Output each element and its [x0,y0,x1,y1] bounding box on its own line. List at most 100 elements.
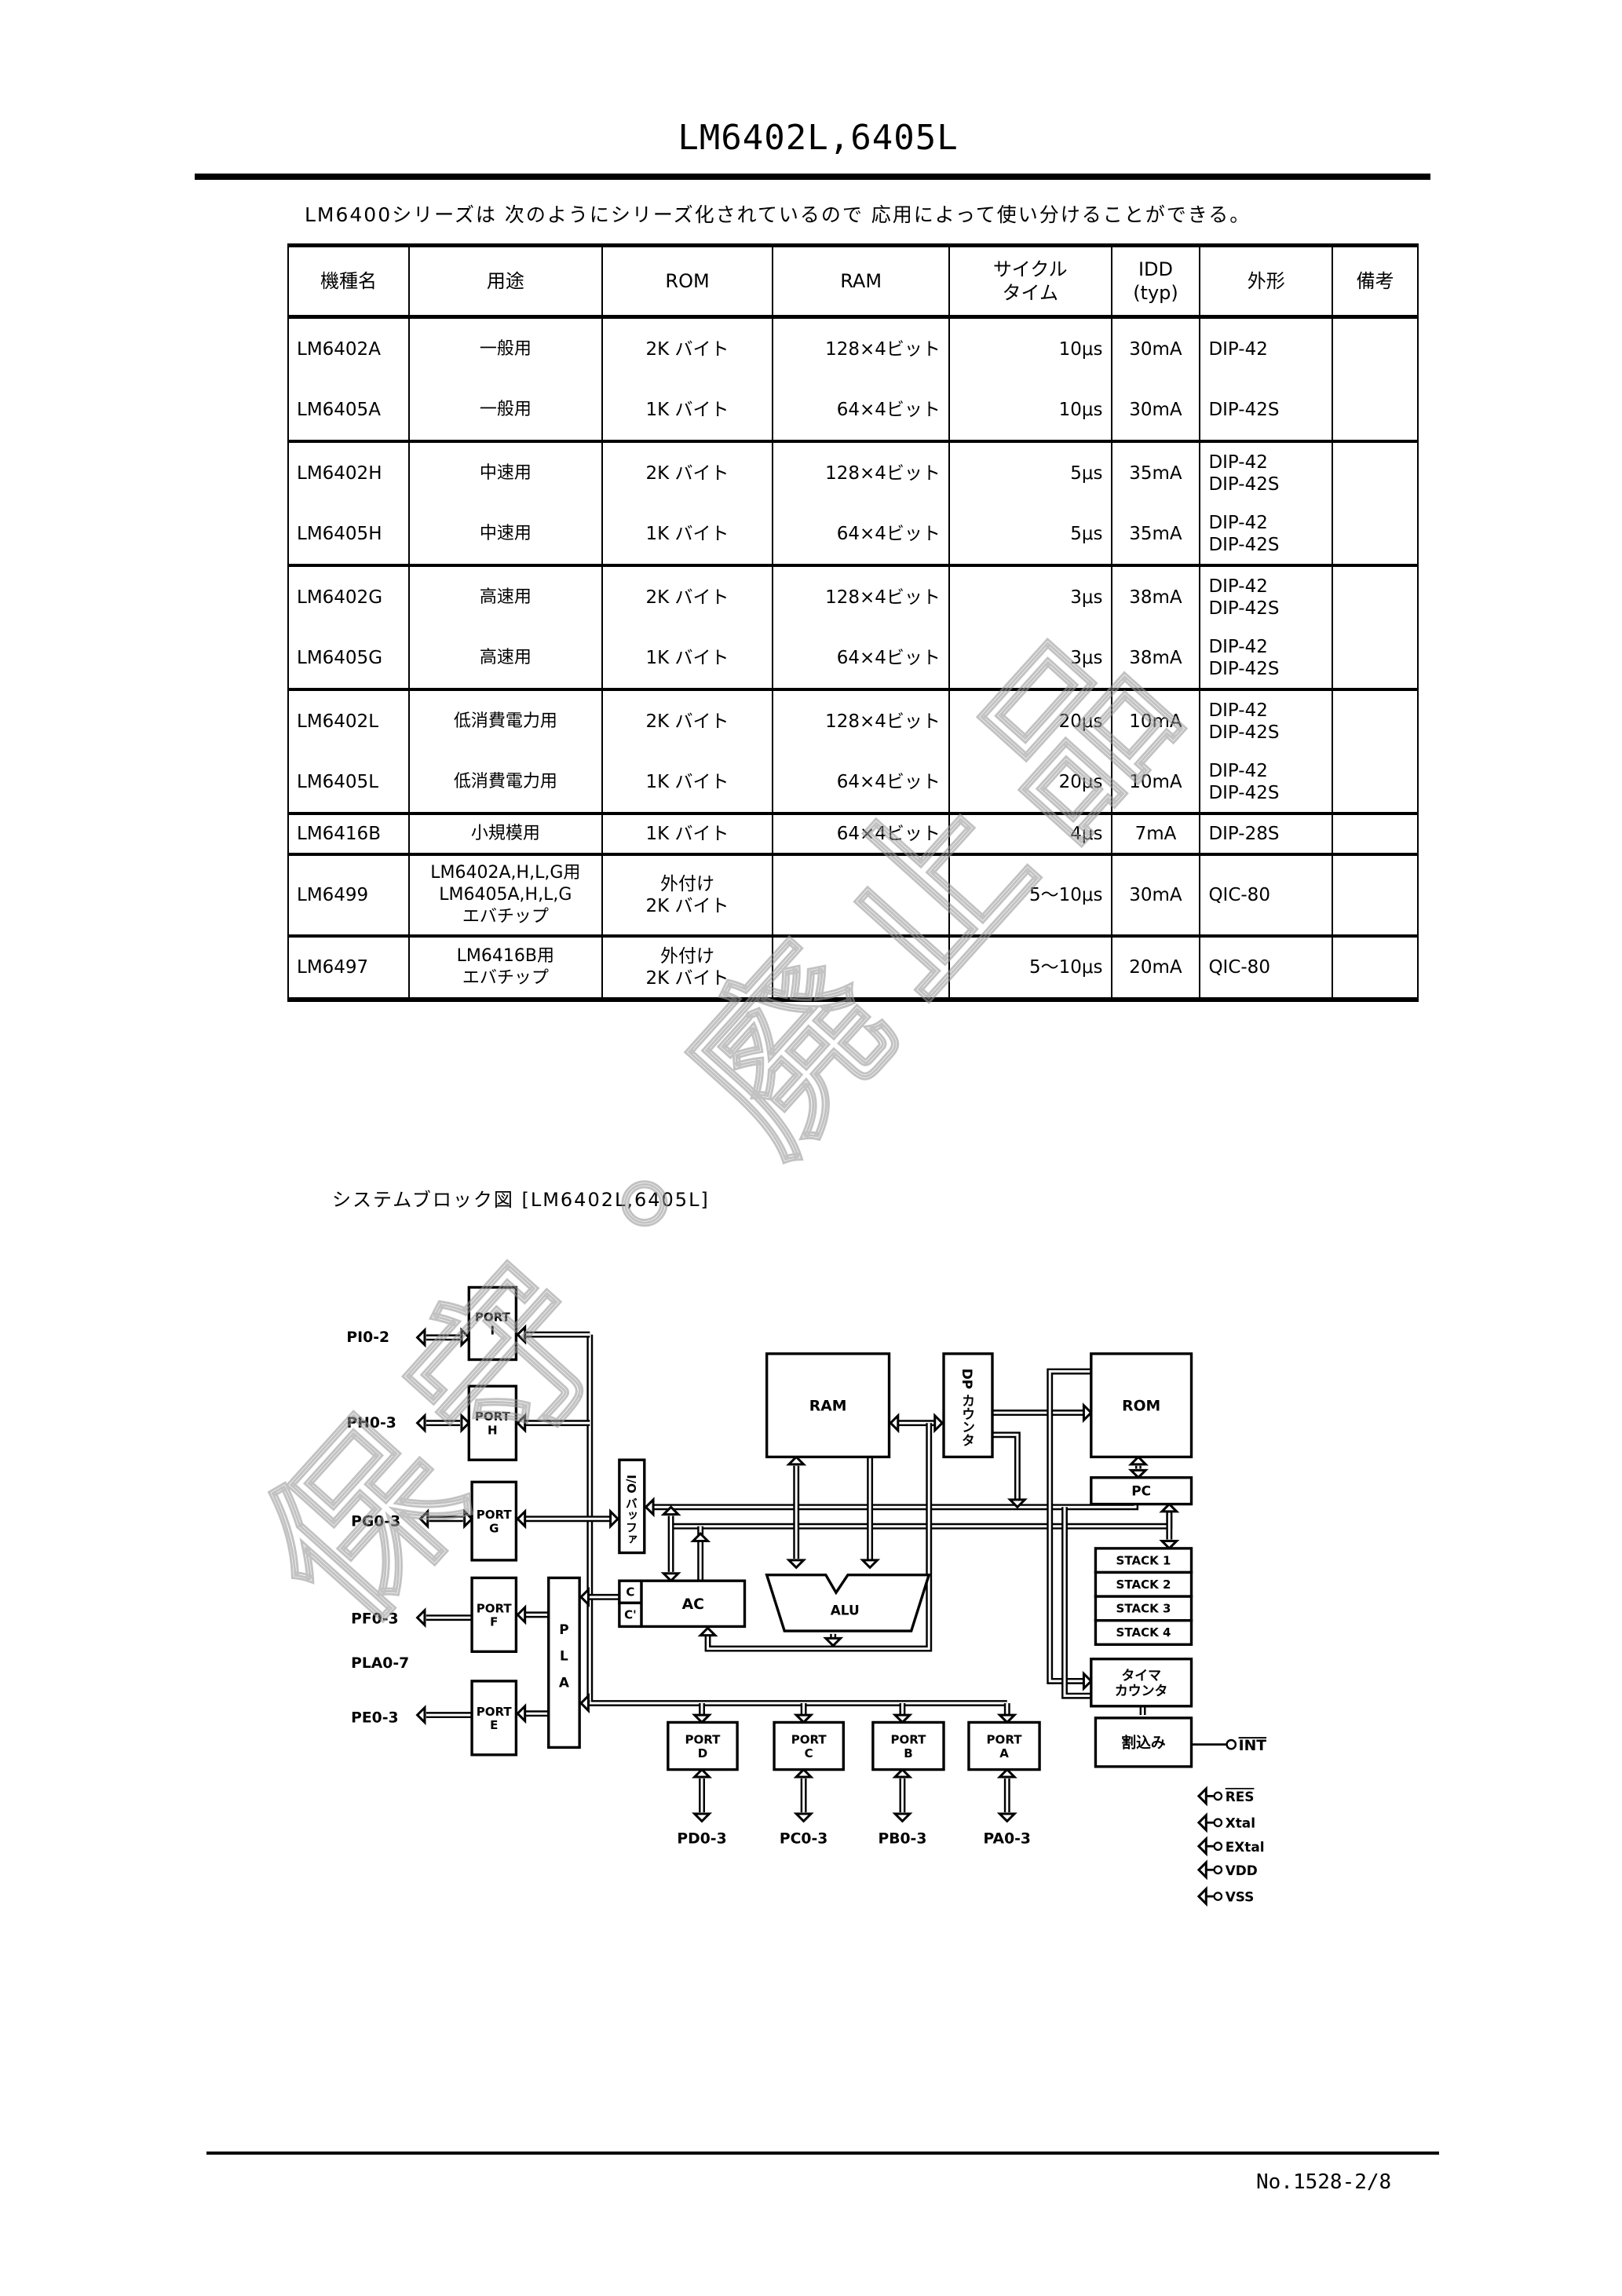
cell-use: 中速用 [407,503,603,567]
dp-counter-label: DP カウンタ [959,1369,975,1447]
pla-letter: L [560,1648,568,1664]
header-model: 機種名 [287,243,410,319]
timer-return-bus-inner [1063,1507,1091,1698]
cell-rom: 2K バイト [601,689,774,751]
cell-idd: 30mA [1110,854,1201,938]
cell-ram: 128×4ビット [772,565,950,627]
cell-model: LM6497 [287,936,410,1002]
page-title: LM6402L,6405L [678,118,959,158]
cell-cycle: 10μs [948,379,1112,443]
port-e-box [470,1680,518,1757]
cell-cycle: 3μs [948,565,1112,627]
rom-box [1090,1352,1193,1459]
cell-rom: 1K バイト [601,627,774,691]
ram-alu-bus-down [786,1559,807,1570]
cell-use: 小規模用 [407,813,603,856]
pf-arrow-head [415,1607,426,1629]
arrow-head [933,1413,944,1434]
cell-pkg: DIP-42 DIP-42S [1199,751,1334,815]
header-use: 用途 [407,243,603,319]
left-pin-label: PH0-3 [346,1415,396,1431]
cell-pkg: DIP-42 DIP-42S [1199,503,1334,567]
port-h-box [467,1384,518,1461]
pg-arrow-head [418,1508,429,1530]
accumulator-label: AC [682,1596,704,1613]
port-f-box [470,1576,518,1654]
interrupt-label: 割込み [1121,1733,1166,1751]
port-g-box [470,1480,518,1562]
arrow-head [579,1586,590,1607]
cell-ram [772,936,950,1002]
cell-pkg: QIC-80 [1199,854,1334,938]
cell-note [1332,689,1419,751]
cell-ram: 64×4ビット [772,503,950,567]
pin-arrow [1196,1859,1207,1881]
timer-return-bus [1061,1507,1091,1699]
left-pin-label: PLA0-7 [351,1655,409,1672]
cell-model: LM6405L [287,751,410,815]
cell-rom: 2K バイト [601,316,774,379]
pla-box [547,1576,581,1749]
left-pin-label: PE0-3 [351,1709,398,1726]
right-pin-label: RES [1226,1789,1255,1804]
cell-cycle: 5〜10μs [948,936,1112,1002]
cell-use: 高速用 [407,565,603,627]
cell-note [1332,627,1419,691]
cell-ram [772,854,950,938]
footer-rule [206,2152,1439,2155]
cell-ram: 64×4ビット [772,813,950,856]
header-rom: ROM [601,243,774,319]
cell-idd: 30mA [1110,316,1201,379]
arrow-head [1082,1402,1093,1424]
alu-shape [765,1573,931,1632]
cell-ram: 128×4ビット [772,689,950,751]
ac-upper-bus-up [660,1505,681,1516]
arrow-head [690,1531,711,1542]
cell-note [1332,854,1419,938]
cell-use: 高速用 [407,627,603,691]
header-note: 備考 [1332,243,1419,319]
cell-use: LM6416B用 エバチップ [407,936,603,1002]
cell-use: 中速用 [407,441,603,503]
port-io-arrow-up [793,1768,814,1779]
bottom-pin-label: PA0-3 [984,1830,1031,1847]
pc-label: PC [1131,1483,1151,1499]
cell-rom: 1K バイト [601,379,774,443]
cell-idd: 30mA [1110,379,1201,443]
cell-note [1332,379,1419,443]
cell-pkg: DIP-28S [1199,813,1334,856]
cell-idd: 10mA [1110,689,1201,751]
arrow-head [516,1604,527,1625]
header-package: 外形 [1199,243,1334,319]
left-pin-label: PF0-3 [351,1611,398,1628]
stack4-box [1094,1619,1193,1647]
cell-use: 低消費電力用 [407,751,603,815]
cell-note [1332,503,1419,567]
header-cycle: サイクル タイム [948,243,1112,319]
stack2-label: STACK 2 [1116,1578,1171,1592]
cell-pkg: DIP-42 DIP-42S [1199,627,1334,691]
pin-arrow [1196,1886,1207,1907]
cell-use: 一般用 [407,316,603,379]
right-pin-label: VDD [1226,1863,1258,1878]
port-c-box [773,1720,846,1771]
ph-arrow-head [415,1413,426,1434]
pin-arrow [1196,1786,1207,1807]
cell-rom: 2K バイト [601,565,774,627]
right-pin-label: EXtal [1226,1839,1265,1855]
arrow-head [516,1703,527,1724]
rom-pc-bus-down [1127,1468,1149,1479]
port-feed-arrow [892,1713,913,1724]
cell-idd: 20mA [1110,936,1201,1002]
arrow-head [609,1508,620,1530]
arrow-head [697,1626,718,1637]
cell-note [1332,936,1419,1002]
table-header-row: 機種名 用途 ROM RAM サイクル タイム IDD (typ) 外形 備考 [287,243,1419,319]
left-pin-label: PI0-2 [346,1329,389,1346]
